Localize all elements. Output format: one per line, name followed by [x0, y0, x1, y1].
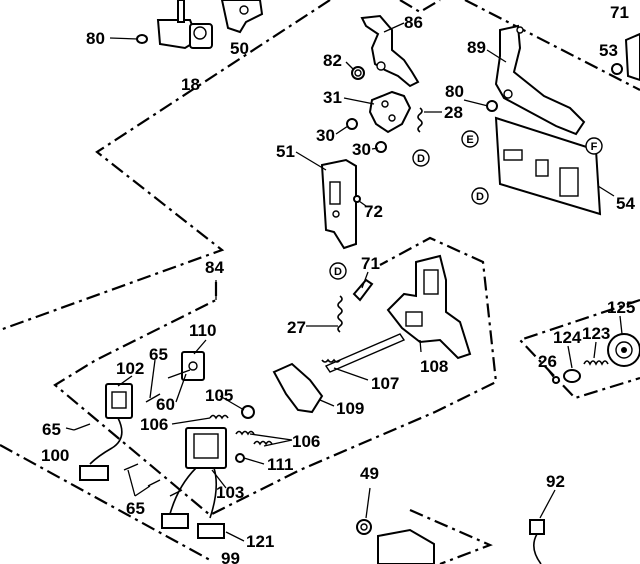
spring-28 [417, 107, 423, 133]
callout-d-right: D [471, 187, 489, 205]
gear-125 [607, 333, 640, 367]
spring-123 [583, 360, 609, 366]
label-65-a: 65 [149, 345, 168, 364]
svg-text:D: D [417, 153, 425, 165]
nut-82 [351, 66, 365, 80]
label-100: 100 [41, 446, 69, 465]
label-30-lower: 30 [352, 140, 371, 159]
bracket-108 [386, 254, 472, 360]
plate-51 [320, 158, 357, 250]
label-27: 27 [287, 318, 306, 337]
label-71-top: 71 [610, 3, 629, 22]
bracket-50-assembly [220, 0, 264, 34]
link-109 [272, 362, 324, 414]
label-49: 49 [360, 464, 379, 483]
label-110: 110 [189, 321, 216, 340]
screw-26 [552, 376, 560, 384]
pin-111 [235, 453, 245, 463]
callout-f: F [585, 137, 603, 155]
svg-text:F: F [591, 141, 598, 153]
label-31: 31 [323, 88, 342, 107]
bracket-18-assembly [156, 0, 213, 50]
svg-text:D: D [476, 191, 484, 203]
arm-89 [494, 24, 586, 136]
label-111: 111 [267, 455, 294, 474]
label-125: 125 [607, 298, 635, 317]
leader-lines [65, 22, 623, 542]
washer-124 [563, 369, 581, 383]
unit-bottom [377, 528, 435, 564]
connector-100 [79, 417, 123, 481]
label-106-left: 106 [140, 415, 168, 434]
label-121: 121 [246, 532, 274, 551]
label-103: 103 [216, 483, 244, 502]
callout-d-upper: D [412, 149, 430, 167]
connector-121 [161, 513, 225, 539]
shaft-107 [321, 333, 406, 373]
pin-72 [353, 195, 361, 203]
label-65-c: 65 [126, 499, 145, 518]
latch-71 [352, 278, 374, 302]
label-99: 99 [221, 549, 240, 564]
switch-103 [169, 427, 227, 519]
label-50: 50 [230, 39, 249, 58]
label-71-middle: 71 [361, 254, 380, 273]
connector-92 [529, 519, 545, 564]
switch-102 [105, 383, 133, 419]
bracket-54 [494, 116, 602, 216]
nut-30-lower [375, 141, 387, 153]
label-84: 84 [205, 258, 224, 277]
label-80-right: 80 [445, 82, 464, 101]
label-28: 28 [444, 103, 463, 122]
label-107: 107 [371, 374, 399, 393]
label-109: 109 [336, 399, 364, 418]
svg-text:E: E [466, 134, 473, 146]
label-123: 123 [582, 324, 610, 343]
label-72: 72 [364, 202, 383, 221]
label-102: 102 [116, 359, 144, 378]
label-60: 60 [156, 395, 175, 414]
bracket-71-top [624, 32, 640, 82]
spring-27 [337, 295, 343, 333]
washer-80-top [136, 34, 148, 44]
label-108: 108 [420, 357, 448, 376]
label-80-top: 80 [86, 29, 105, 48]
part-labels: 18 50 80 86 82 31 28 30 30 51 72 89 80 7… [41, 3, 635, 564]
bracket-31 [368, 90, 412, 134]
label-54: 54 [616, 194, 635, 213]
label-18: 18 [181, 75, 200, 94]
springs-106 [209, 414, 273, 446]
label-89: 89 [467, 38, 486, 57]
label-82: 82 [323, 51, 342, 70]
callout-e: E [461, 130, 479, 148]
label-106-right: 106 [292, 432, 320, 451]
screw-53 [611, 63, 623, 75]
svg-text:D: D [334, 266, 342, 278]
label-92: 92 [546, 472, 565, 491]
label-53: 53 [599, 41, 618, 60]
washer-80-right [486, 100, 498, 112]
lever-86 [360, 14, 420, 88]
label-51: 51 [276, 142, 295, 161]
callout-d-middle: D [329, 262, 347, 280]
bracket-110 [181, 351, 205, 381]
roller-105 [241, 405, 255, 419]
label-105: 105 [205, 386, 233, 405]
label-124: 124 [553, 328, 582, 347]
label-65-b: 65 [42, 420, 61, 439]
label-26: 26 [538, 352, 557, 371]
label-86: 86 [404, 13, 423, 32]
screws-65-60 [73, 369, 191, 497]
nut-30-upper [346, 118, 358, 130]
label-30-upper: 30 [316, 126, 335, 145]
washer-49 [356, 519, 372, 535]
